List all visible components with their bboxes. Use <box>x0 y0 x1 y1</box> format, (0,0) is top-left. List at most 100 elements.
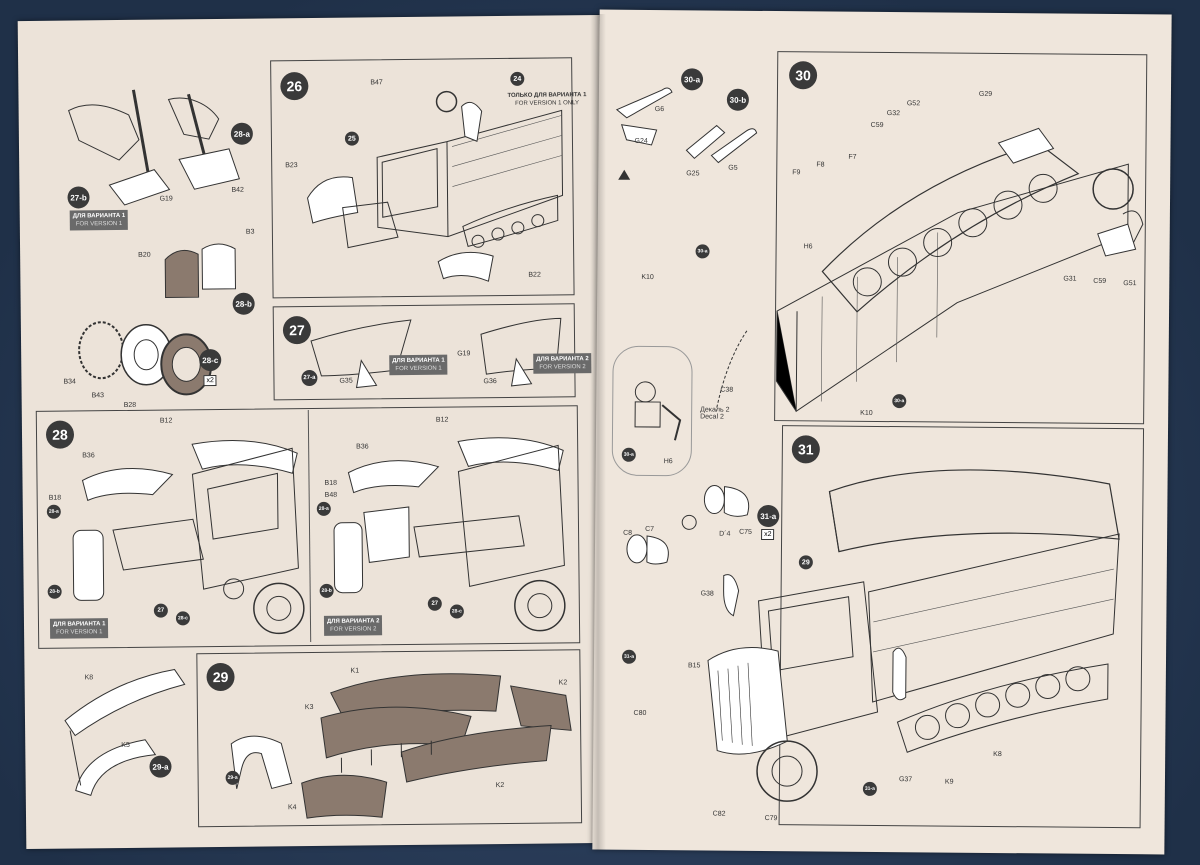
hand-knife-illustration <box>58 79 249 211</box>
part-label-g52: G52 <box>906 100 921 108</box>
version-box-27b-en: FOR VERSION 1 <box>75 220 123 228</box>
part-label-k5: K5 <box>121 741 130 750</box>
part-label-b43: B43 <box>91 392 105 400</box>
substep-badge-31a-2: 31-a <box>862 781 877 796</box>
part-label-b42: B42 <box>231 186 244 194</box>
part-label-f7: F7 <box>848 153 857 161</box>
cab-panel-parts <box>160 239 251 300</box>
version-box-28-2-en: FOR VERSION 2 <box>330 626 377 633</box>
right-page: 30-a 30-b G6 G24 G25 G5 30 G29 G52 G32 C… <box>592 9 1172 855</box>
step-29-tarp-drawing <box>210 655 582 825</box>
part-label-b36: B36 <box>82 452 95 460</box>
part-label-k10: K10 <box>641 273 654 282</box>
version-box-27b: ДЛЯ ВАРИАНТА 1 FOR VERSION 1 <box>69 209 129 231</box>
part-label-f9: F9 <box>792 169 801 177</box>
part-label-k8-right: K8 <box>993 750 1002 759</box>
version-box-27-1: ДЛЯ ВАРИАНТА 1 FOR VERSION 1 <box>389 354 448 376</box>
part-label-c80: C80 <box>633 709 647 717</box>
part-label-f8: F8 <box>816 161 825 169</box>
part-label-g32: G32 <box>886 110 901 118</box>
part-label-c59: C59 <box>870 121 884 130</box>
part-label-b12: B12 <box>159 417 173 425</box>
substep-badge-29a-step29: 29-a <box>225 770 240 785</box>
part-label-g35: G35 <box>339 377 353 385</box>
part-label-g51: G51 <box>1123 280 1137 288</box>
substep-badge-28a-v2: 28-a <box>316 501 331 516</box>
version-box-27-1-en: FOR VERSION 1 <box>395 365 442 373</box>
part-label-k10-bottom: K10 <box>860 409 873 417</box>
substep-badge-28c-v1: 28-c <box>175 611 191 626</box>
headlight-parts-drawing <box>619 474 780 575</box>
version-box-28-2-ru: ДЛЯ ВАРИАНТА 2 <box>326 618 380 625</box>
part-label-c59-right: C59 <box>1093 277 1107 285</box>
substep-badge-28a: 28-a <box>230 122 253 145</box>
version-box-28-1-ru: ДЛЯ ВАРИАНТА 1 <box>52 621 106 628</box>
substep-badge-27a: 27-a <box>301 369 318 387</box>
part-label-b20: B20 <box>138 251 151 259</box>
substep-badge-28c-v2: 28-c <box>449 604 464 619</box>
decal-2-en: Decal 2 <box>700 413 724 421</box>
step-28-version2-drawing <box>318 415 580 638</box>
substep-badge-24: 24 <box>510 71 525 86</box>
substep-badge-28c: 28-c <box>199 348 222 372</box>
part-label-b18: B18 <box>48 494 62 502</box>
book-gutter <box>590 14 606 850</box>
substep-badge-27-v2: 27 <box>427 596 442 611</box>
substep-badge-27b: 27-b <box>67 186 90 209</box>
part-label-g24: G24 <box>634 137 648 145</box>
part-label-b48: B48 <box>324 491 338 499</box>
version-box-28-1: ДЛЯ ВАРИАНТА 1 FOR VERSION 1 <box>49 618 109 639</box>
version-box-27-2-ru: ДЛЯ ВАРИАНТА 2 <box>536 356 589 363</box>
part-label-b34: B34 <box>63 378 76 386</box>
part-label-b22: B22 <box>528 271 541 279</box>
part-label-k1: K1 <box>350 667 360 675</box>
part-label-b12-v2: B12 <box>435 416 449 424</box>
version-box-27-2: ДЛЯ ВАРИАНТА 2 FOR VERSION 2 <box>533 353 592 374</box>
part-label-b36-v2: B36 <box>356 443 369 451</box>
substep-badge-30a-1: 30-a <box>695 244 710 259</box>
substep-badge-25: 25 <box>344 131 360 146</box>
version-box-27-2-en: FOR VERSION 2 <box>539 364 586 371</box>
part-label-b18-v2: B18 <box>324 479 338 487</box>
part-label-b47: B47 <box>370 79 383 87</box>
part-label-k3: K3 <box>304 704 314 712</box>
substep-badge-28b-v1: 28-b <box>47 584 62 599</box>
part-label-g31: G31 <box>1063 275 1077 283</box>
quantity-x2-badge: x2 <box>203 375 217 387</box>
part-label-b15: B15 <box>687 662 701 670</box>
substep-badge-29: 29 <box>798 555 813 570</box>
left-page: G19 B42 28-a 27-b ДЛЯ ВАРИАНТА 1 FOR VER… <box>17 14 609 850</box>
version-box-28-2: ДЛЯ ВАРИАНТА 2 FOR VERSION 2 <box>323 615 383 636</box>
version-box-26-en: FOR VERSION 1 ONLY <box>515 100 580 107</box>
part-label-c82: C82 <box>712 810 726 818</box>
part-label-b23: B23 <box>285 162 298 170</box>
part-label-g19-step27: G19 <box>457 350 471 358</box>
step-31-truck-drawing <box>607 440 1150 825</box>
version-box-28-1-en: FOR VERSION 1 <box>56 629 103 636</box>
version-box-27-1-ru: ДЛЯ ВАРИАНТА 1 <box>392 357 445 365</box>
part-label-g36: G36 <box>483 378 497 386</box>
part-label-k2-bottom: K2 <box>495 782 505 790</box>
part-label-k9: K9 <box>944 778 954 786</box>
part-label-g38: G38 <box>700 590 714 598</box>
substep-badge-28b: 28-b <box>232 292 255 315</box>
part-label-b28: B28 <box>123 401 137 409</box>
part-label-k4: K4 <box>287 804 297 812</box>
part-label-c38: C38 <box>720 386 734 394</box>
substep-badge-30a-2: 30-a <box>892 394 907 409</box>
step-30-chassis-drawing <box>656 80 1149 424</box>
step-30ab-parts-drawing <box>606 70 767 180</box>
part-label-b3: B3 <box>245 228 255 236</box>
substep-badge-29a: 29-a <box>149 755 172 778</box>
part-label-k2-top: K2 <box>558 679 568 687</box>
step-26-truck-drawing <box>286 85 568 288</box>
decal-2-label: Декаль 2 Decal 2 <box>700 406 729 420</box>
substep-badge-27-v1: 27 <box>153 603 168 618</box>
part-label-g29: G29 <box>978 90 993 98</box>
detail-bubble-drawing <box>620 370 691 461</box>
step-28-version1-drawing <box>52 418 314 641</box>
version-box-26-ru: ТОЛЬКО ДЛЯ ВАРИАНТА 1 <box>507 92 587 99</box>
part-label-c79: C79 <box>764 814 778 823</box>
substep-badge-28a-v1: 28-a <box>46 504 61 519</box>
substep-badge-31a-1: 31-a <box>621 649 637 664</box>
